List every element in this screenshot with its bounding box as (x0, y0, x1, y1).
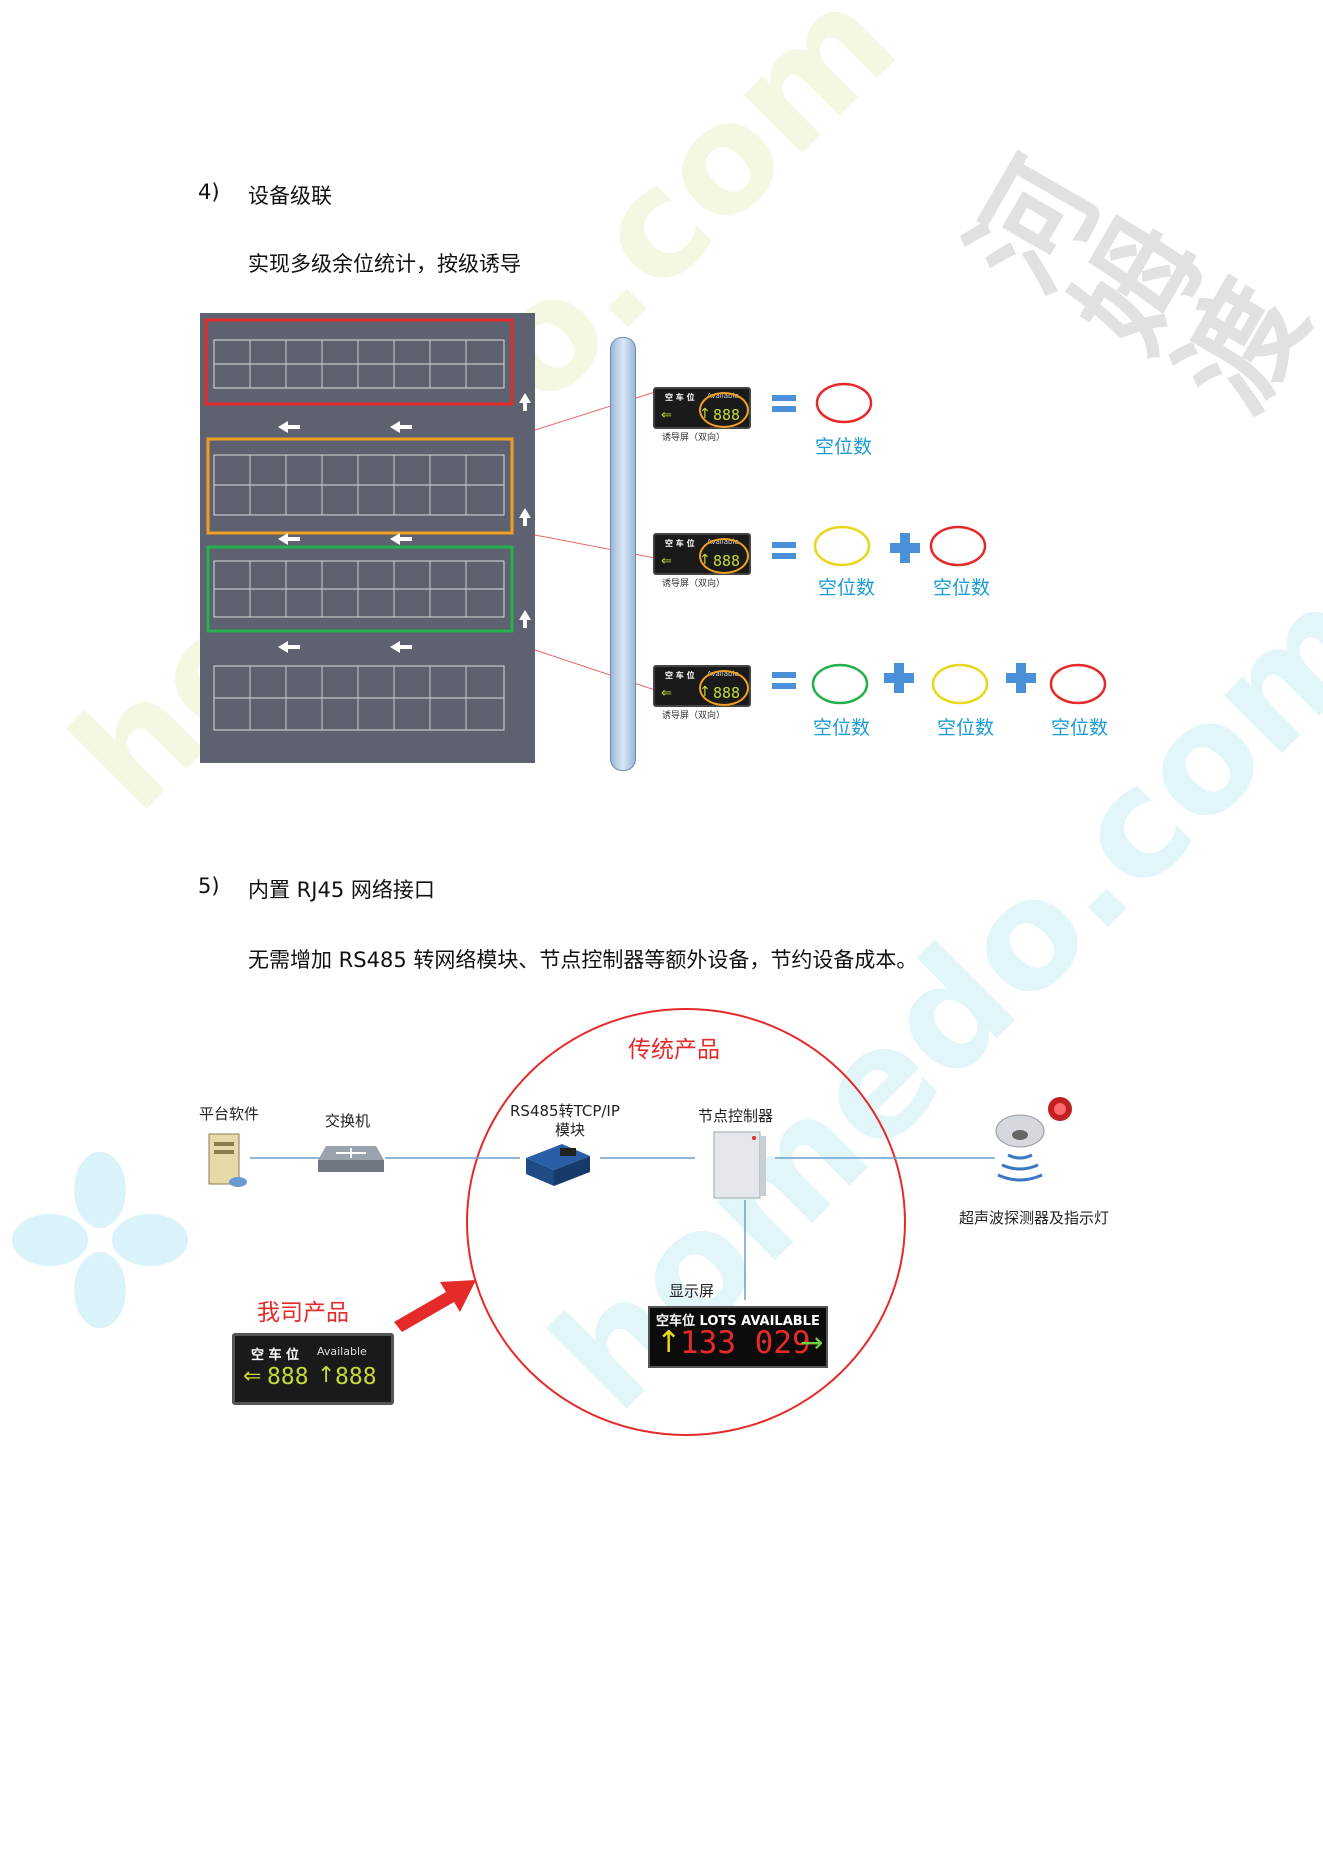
our-product-label: 我司产品 (257, 1293, 349, 1327)
detector-label: 超声波探测器及指示灯 (959, 1207, 1109, 1228)
rs485-label: RS485转TCP/IP (510, 1100, 620, 1121)
node-controller-label: 节点控制器 (698, 1105, 773, 1126)
section4-desc: 实现多级余位统计，按级诱导 (248, 248, 521, 278)
vacancy-label-3a: 空位数 (813, 713, 870, 740)
display-label: 显示屏 (669, 1280, 714, 1301)
section5-title: 内置 RJ45 网络接口 (248, 874, 435, 904)
ultrasonic-detector-icon (990, 1095, 1090, 1195)
vacancy-label-3b: 空位数 (937, 713, 994, 740)
guidance-screen-2: 空 车 位 Available 888 ⇐ ↑ (653, 533, 751, 575)
screen-label-3: 诱导屏（双向） (662, 708, 725, 721)
equation-symbols (760, 370, 1120, 730)
vacancy-label-1: 空位数 (815, 432, 872, 459)
arrow-left-icon: ⇐ (661, 686, 672, 701)
screen-label-2: 诱导屏（双向） (662, 576, 725, 589)
guidance-screen-1: 空 车 位 Available 888 ⇐ ↑ (653, 387, 751, 429)
section4-title: 设备级联 (248, 180, 332, 210)
our-product-screen: 空 车 位 Available ⇐ 888 ↑ 888 (232, 1333, 394, 1405)
highlight-ring (699, 392, 749, 428)
screen-label-1: 诱导屏（双向） (662, 430, 725, 443)
highlight-ring (699, 538, 749, 574)
arrow-left-icon: ⇐ (661, 408, 672, 423)
section5-desc: 无需增加 RS485 转网络模块、节点控制器等额外设备，节约设备成本。 (248, 944, 917, 974)
section5-number: 5) (198, 874, 220, 898)
screen-title: 空 车 位 (665, 670, 695, 681)
rs485-module-icon (522, 1140, 594, 1188)
module-label: 模块 (555, 1119, 585, 1140)
switch-label: 交换机 (325, 1110, 370, 1131)
server-icon (205, 1132, 249, 1190)
our-screen-title: 空 车 位 (251, 1344, 299, 1363)
our-digits-left: 888 (267, 1364, 309, 1390)
arrow-left-icon: ⇐ (661, 554, 672, 569)
arrow-left-icon: ⇐ (243, 1364, 261, 1389)
screen-title: 空 车 位 (665, 392, 695, 403)
node-controller-icon (710, 1128, 770, 1202)
guidance-screen-3: 空 车 位 Available 888 ⇐ ↑ (653, 665, 751, 707)
highlight-ring (699, 670, 749, 706)
pillar (610, 337, 636, 771)
red-arrow-icon (390, 1270, 480, 1340)
arrow-up-icon: ↑ (317, 1363, 335, 1388)
our-digits-right: 888 (335, 1364, 377, 1390)
traditional-display: 空车位 LOTS AVAILABLE ↑ 133 029 → (648, 1306, 828, 1368)
connector-lines (500, 380, 670, 710)
parking-floor-plan (200, 313, 535, 763)
watermark-flower-icon (10, 1150, 190, 1330)
vacancy-label-2b: 空位数 (933, 573, 990, 600)
switch-icon (316, 1138, 386, 1178)
screen-title: 空 车 位 (665, 538, 695, 549)
our-screen-available: Available (317, 1345, 367, 1358)
traditional-title: 传统产品 (628, 1030, 720, 1064)
arrow-right-icon: → (800, 1326, 823, 1360)
platform-label: 平台软件 (199, 1103, 259, 1124)
vacancy-label-2a: 空位数 (818, 573, 875, 600)
vacancy-label-3c: 空位数 (1051, 713, 1108, 740)
section4-number: 4) (198, 180, 220, 204)
arrow-up-icon: ↑ (656, 1326, 681, 1360)
trad-display-digits: 133 029 (680, 1326, 811, 1360)
